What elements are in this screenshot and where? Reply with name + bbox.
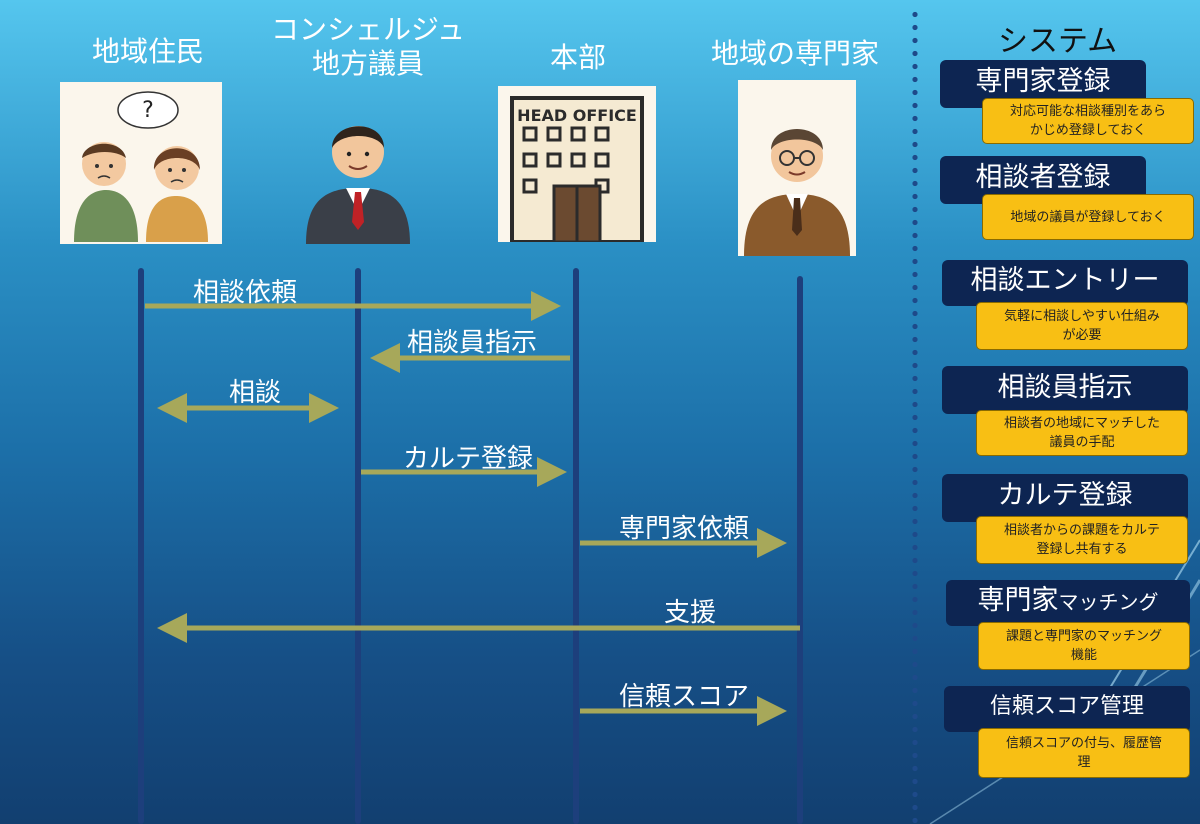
feature-expert-matching-name-main: 専門家 bbox=[977, 585, 1059, 616]
message-label-trust-score: 信頼スコア bbox=[618, 682, 749, 712]
feature-expert-matching-desc: 課題と専門家のマッチング 機能 bbox=[978, 622, 1190, 670]
feature-consult-entry: 相談エントリー bbox=[942, 260, 1188, 306]
lifeline-expert bbox=[797, 276, 803, 824]
feature-expert-matching-name-small: マッチング bbox=[1058, 590, 1159, 614]
hq-building-sign: HEAD OFFICE bbox=[517, 106, 637, 125]
actor-residents-name: 地域住民 bbox=[91, 35, 204, 68]
feature-chart-registration-desc: 相談者からの課題をカルテ 登録し共有する bbox=[976, 516, 1188, 564]
message-label-chart-register: カルテ登録 bbox=[402, 444, 533, 474]
actor-expert-name: 地域の専門家 bbox=[710, 37, 879, 70]
feature-chart-registration-desc-line2: 登録し共有する bbox=[1036, 542, 1128, 557]
feature-expert-matching: 専門家マッチング bbox=[946, 580, 1190, 626]
feature-expert-matching-desc-line1: 課題と専門家のマッチング bbox=[1005, 629, 1162, 644]
feature-expert-matching-desc-line2: 機能 bbox=[1070, 648, 1097, 663]
lifeline-residents bbox=[138, 268, 144, 824]
lifeline-concierge bbox=[355, 268, 361, 824]
actor-concierge-name-line1: コンシェルジュ bbox=[270, 13, 466, 46]
feature-trust-score-management-desc-line1: 信頼スコアの付与、履歴管 bbox=[1005, 736, 1162, 751]
feature-consultant-instruction-desc-line1: 相談者の地域にマッチした bbox=[1003, 416, 1160, 431]
feature-expert-registration-desc-line2: かじめ登録しておく bbox=[1029, 123, 1147, 138]
feature-expert-registration-desc-line1: 対応可能な相談種別をあら bbox=[1009, 104, 1166, 119]
feature-expert-registration-desc: 対応可能な相談種別をあら かじめ登録しておく bbox=[982, 98, 1194, 144]
expert-illustration bbox=[738, 80, 856, 256]
message-label-support: 支援 bbox=[663, 598, 716, 628]
concierge-illustration bbox=[302, 82, 414, 244]
system-divider bbox=[912, 8, 918, 824]
message-arrows bbox=[145, 291, 800, 726]
feature-consult-entry-desc-line2: が必要 bbox=[1062, 328, 1102, 343]
residents-illustration: ? bbox=[60, 82, 222, 244]
feature-chart-registration-desc-line1: 相談者からの課題をカルテ bbox=[1003, 523, 1160, 538]
feature-consultant-instruction-desc-line2: 議員の手配 bbox=[1049, 435, 1115, 450]
lifeline-hq bbox=[573, 268, 579, 824]
feature-trust-score-management-desc: 信頼スコアの付与、履歴管 理 bbox=[978, 728, 1190, 778]
actor-concierge-name-line2: 地方議員 bbox=[311, 47, 424, 80]
feature-chart-registration: カルテ登録 bbox=[942, 474, 1188, 522]
feature-trust-score-management: 信頼スコア管理 bbox=[944, 686, 1190, 732]
feature-consulter-registration-desc: 地域の議員が登録しておく bbox=[982, 194, 1194, 240]
message-label-consult-request: 相談依頼 bbox=[192, 278, 297, 308]
feature-consultant-instruction: 相談員指示 bbox=[942, 366, 1188, 414]
message-label-consultant-instruction: 相談員指示 bbox=[406, 328, 537, 358]
feature-consult-entry-desc-line1: 気軽に相談しやすい仕組み bbox=[1004, 309, 1160, 324]
feature-consulter-registration-desc-line1: 地域の議員が登録しておく bbox=[1010, 209, 1166, 225]
actor-hq-name: 本部 bbox=[549, 41, 606, 74]
system-title: システム bbox=[998, 24, 1118, 59]
svg-text:?: ? bbox=[142, 98, 154, 123]
message-label-consult: 相談 bbox=[228, 378, 281, 408]
feature-trust-score-management-desc-line2: 理 bbox=[1077, 755, 1091, 770]
message-label-expert-request: 専門家依頼 bbox=[618, 514, 749, 544]
hq-building-illustration bbox=[498, 86, 656, 244]
feature-consultant-instruction-desc: 相談者の地域にマッチした 議員の手配 bbox=[976, 410, 1188, 456]
feature-consult-entry-desc: 気軽に相談しやすい仕組み が必要 bbox=[976, 302, 1188, 350]
